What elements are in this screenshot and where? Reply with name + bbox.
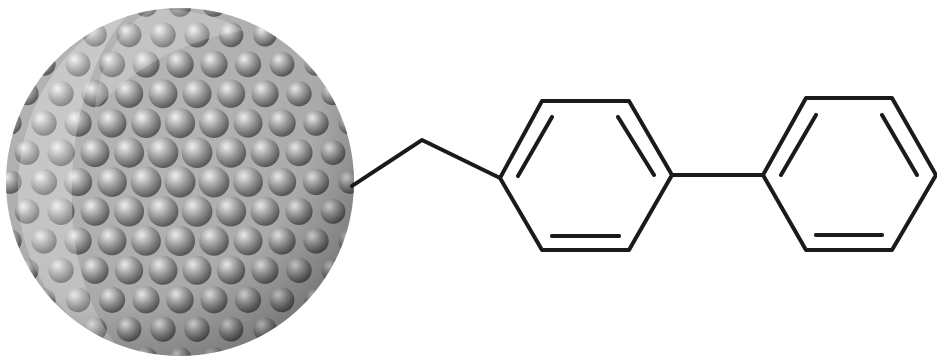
molecule-structure	[350, 96, 937, 252]
ring-2-double-bond-a	[779, 113, 818, 177]
surface-bead	[287, 317, 311, 341]
surface-bead	[287, 23, 311, 47]
surface-bead	[355, 200, 378, 223]
surface-bead	[100, 347, 124, 356]
ring-2-double-bond-b	[880, 113, 919, 177]
ring-1-double-bond-b	[616, 115, 656, 177]
methylene-linker-bond	[350, 138, 502, 188]
phenyl-ring-1	[498, 99, 674, 252]
surface-bead	[49, 317, 73, 341]
ring-1-double-bond-a	[516, 115, 554, 178]
surface-bead	[236, 347, 260, 356]
sphere-shadow	[6, 8, 354, 356]
surface-bead	[0, 200, 5, 223]
surface-bead	[0, 141, 5, 164]
phenyl-ring-2	[761, 96, 937, 252]
surface-bead	[49, 23, 73, 47]
surface-bead	[236, 8, 260, 17]
surface-bead	[100, 8, 124, 17]
surface-bead	[355, 141, 378, 164]
support-sphere	[0, 8, 378, 356]
